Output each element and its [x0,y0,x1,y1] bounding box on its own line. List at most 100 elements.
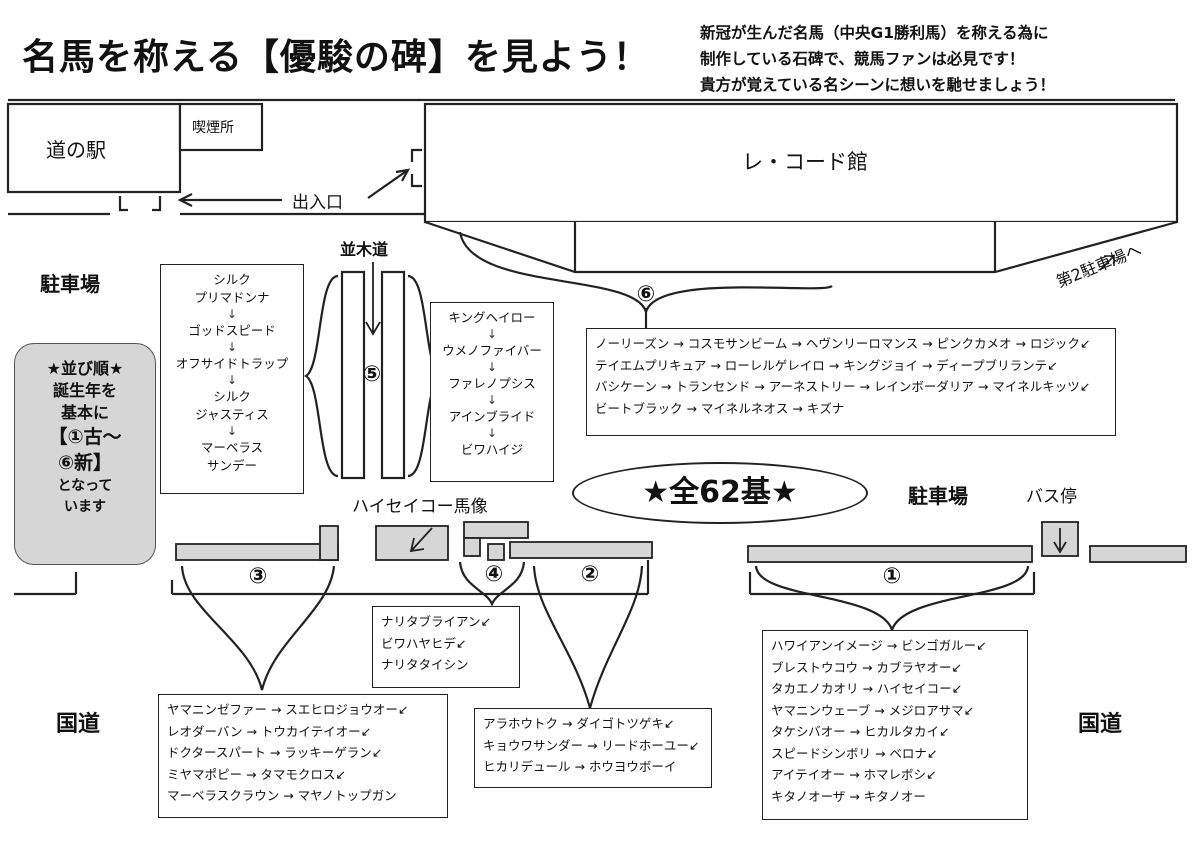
sidewalk-block-right [1089,545,1187,563]
legend-line: 誕生年を [52,381,117,400]
group-number-1: ① [882,564,902,589]
horse-line: ビワハヤヒデ↙ [381,635,467,651]
group4-list: ナリタブライアン↙ ビワハヤヒデ↙ ナリタタイシン [372,606,520,688]
parking-left-label: 駐車場 [40,272,100,296]
horse-line: レオダーバン → トウカイテイオー↙ [167,723,372,739]
legend-line: ⑥新】 [57,452,113,474]
namikimichi-arrow [365,262,381,336]
down-arrow-icon: ↓ [226,424,238,438]
tree-row-right [380,270,406,480]
horse-name: ウメノファイバー [442,343,542,358]
horse-name: シルク [213,389,251,404]
group3-bracket [180,565,336,691]
parking2-arrow [1099,255,1115,271]
statue-label: ハイセイコー馬像 [352,497,488,517]
monument-row-2 [509,541,653,559]
intro-line: 制作している石碑で、競馬ファンは必見です！ [700,50,1025,68]
smoking-area-label: 喫煙所 [192,120,234,136]
horse-name: サンデー [206,458,257,473]
horse-name: プリマドンナ [194,290,270,305]
horse-line: タケシバオー → ヒカルタカイ↙ [771,724,950,739]
entrance-arrow-right-head [395,168,411,182]
smoking-area-building [178,102,264,152]
bus-stop-label: バス停 [1026,487,1077,507]
group-number-5: ⑤ [362,362,382,387]
horse-line: ミヤマポピー → タマモクロス↙ [167,766,346,782]
group-number-3: ③ [248,564,268,589]
order-legend: ★並び順★ 誕生年を 基本に 【①古～ ⑥新】 となって います [14,343,156,565]
group5-left-list: シルク プリマドンナ ↓ ゴッドスピード ↓ オフサイドトラップ ↓ シルク ジ… [160,264,304,494]
bus-stop-arrow [1053,528,1067,554]
horse-name: シルク [213,272,251,287]
entrance-arrow-right [367,169,409,199]
horse-name: アインブライド [448,409,536,424]
monument-row-3-end [319,525,339,561]
horse-line: ハワイアンイメージ → ビンゴガルー↙ [771,638,987,653]
horse-line: ノーリーズン → コスモサンビーム → ヘヴンリーロマンス → ピンクカメオ →… [595,336,1091,351]
horse-line: アイテイオー → ホマレボシ↙ [771,767,937,782]
door-bracket-right [152,196,162,212]
horse-line: タカエノカオリ → ハイセイコー↙ [771,681,963,696]
total-count: ★全62基★ [572,462,868,524]
down-arrow-icon: ↓ [486,360,498,374]
namikimichi-label: 並木道 [340,240,389,259]
horse-name: ファレノプシス [448,376,536,391]
record-hall-label: レ・コード館 [742,150,868,174]
monument-row-1 [747,545,1033,563]
horse-line: テイエムプリキュア → ローレルゲレイロ → キングジョイ → ディープブリラン… [595,357,1058,373]
group1-list: ハワイアンイメージ → ビンゴガルー↙ ブレストウコウ → カブラヤオー↙ タカ… [762,630,1028,820]
horse-line: アラホウトク → ダイゴトツゲキ↙ [483,716,675,731]
monument-row-4-small [487,543,505,561]
intro-line: 新冠が生んだ名馬（中央G1勝利馬）を称える為に [700,24,1049,42]
group4-bracket [458,561,526,607]
horse-line: キタノオーザ → キタノオー [771,788,926,804]
entrance-label: 出入口 [292,193,343,213]
monument-row-4-left [463,537,481,557]
down-arrow-icon: ↓ [226,307,238,321]
record-hall-annex [424,220,1178,274]
hall-door-top [410,148,422,162]
tree-row-left [340,270,366,480]
horse-name: ビワハイジ [460,442,524,457]
horse-line: バシケーン → トランセンド → アーネストリー → レインボーダリア → マイ… [595,379,1091,394]
brace-left [303,274,339,478]
group5-right-list: キングヘイロー ↓ ウメノファイバー ↓ ファレノプシス ↓ アインブライド ↓… [430,302,554,482]
down-arrow-icon: ↓ [226,373,238,387]
group-number-4: ④ [484,562,504,587]
national-road-left-label: 国道 [56,712,101,737]
horse-line: ナリタタイシン [381,657,469,672]
legend-heading: ★並び順★ [46,359,124,378]
record-hall-building [423,102,1179,224]
intro-line: 貴方が覚えている名シーンに想いを馳せましょう！ [700,76,1055,94]
horse-line: ヒカリデュール → ホウヨウボーイ [483,759,677,774]
horse-line: ドクタースパート → ラッキーゲラン↙ [167,745,383,760]
monument-row-3 [175,543,339,561]
horse-line: ナリタブライアン↙ [381,614,491,629]
horse-name: キングヘイロー [448,310,536,325]
parking-right-label: 駐車場 [908,484,968,508]
statue-arrow [409,527,433,553]
horse-name: ゴッドスピード [188,323,276,338]
michinoeki-label: 道の駅 [46,138,106,162]
legend-line: 【①古～ [48,426,122,448]
group2-list: アラホウトク → ダイゴトツゲキ↙ キョウワサンダー → リードホーユー↙ ヒカ… [474,708,712,788]
group2-bracket [532,565,644,713]
horse-line: スピードシンボリ → ベロナ↙ [771,745,938,761]
horse-line: ヤマニンウェーブ → メジロアサマ↙ [771,702,975,718]
page-title: 名馬を称える【優駿の碑】を見よう！ [22,37,650,78]
group3-list: ヤマニンゼファー → スエヒロジョウオー↙ レオダーバン → トウカイテイオー↙… [158,694,448,818]
legend-line: となって [57,478,113,494]
hall-door-bottom [410,174,422,188]
down-arrow-icon: ↓ [226,340,238,354]
horse-line: ヤマニンゼファー → スエヒロジョウオー↙ [167,702,409,717]
group-number-6: ⑥ [636,282,656,307]
legend-line: います [64,499,106,515]
entrance-arrow-left-head [177,193,193,207]
down-arrow-icon: ↓ [486,426,498,440]
legend-line: 基本に [60,403,109,422]
monument-row-4-top [463,521,529,539]
door-bracket-left [118,196,128,212]
down-arrow-icon: ↓ [486,393,498,407]
horse-line: キョウワサンダー → リードホーユー↙ [483,737,700,753]
